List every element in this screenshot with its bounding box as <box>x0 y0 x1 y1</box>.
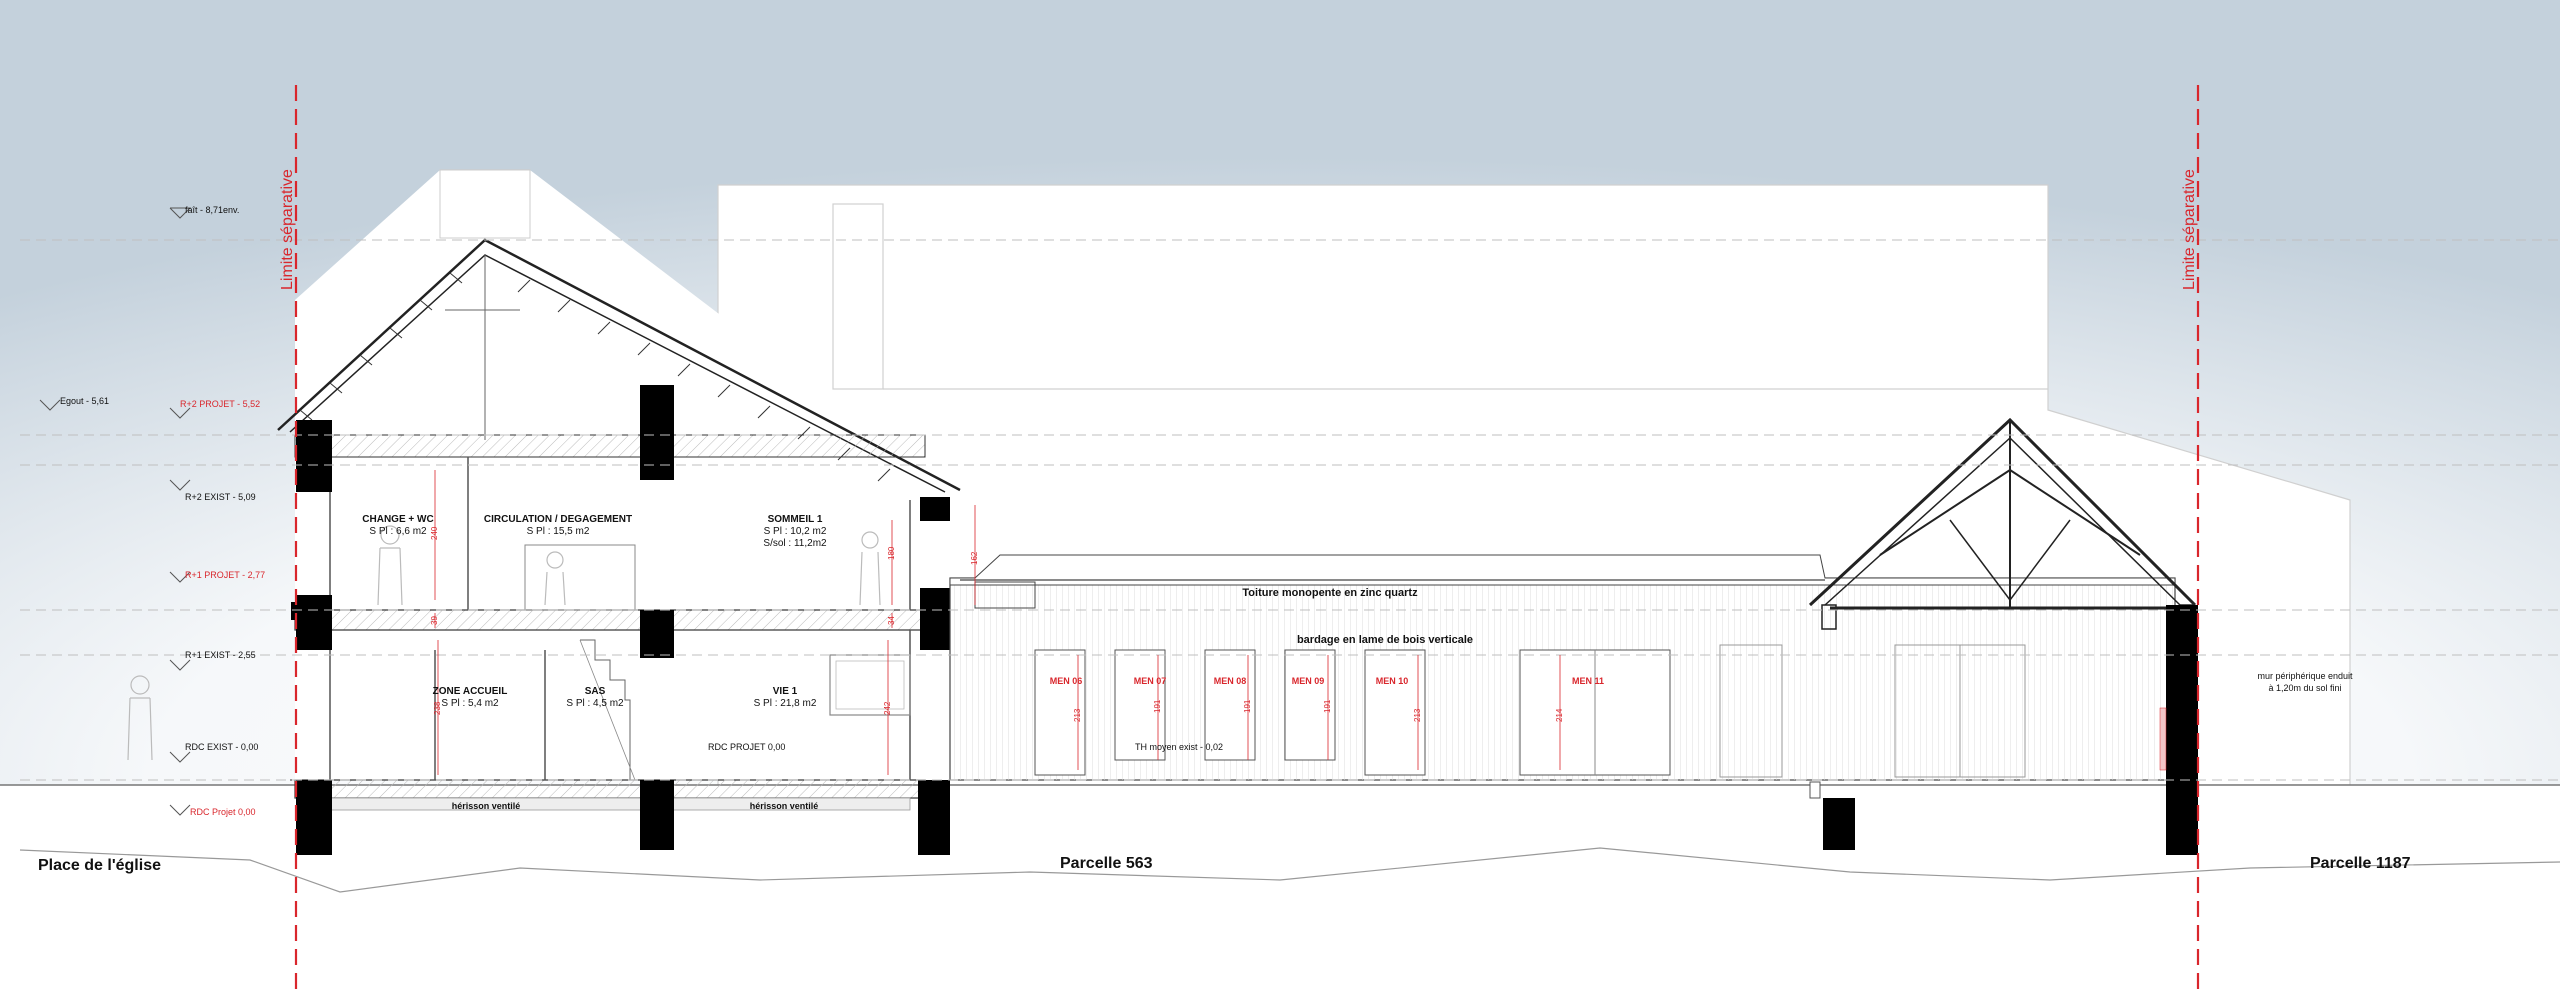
room-area: S Pl : 21,8 m2 <box>754 698 817 709</box>
level-markers <box>39 207 192 816</box>
room-area: S Pl : 10,2 m2 <box>764 526 827 537</box>
right-wall-marker <box>2159 707 2167 771</box>
level-rdc-exist: RDC EXIST - 0,00 <box>185 742 258 752</box>
room-extra: S/sol : 11,2m2 <box>763 538 827 549</box>
opening-label: MEN 10 <box>1376 676 1409 686</box>
opening-labels: MEN 06 MEN 07 MEN 08 MEN 09 MEN 10 MEN 1… <box>1050 676 1604 686</box>
dimension-label: 214 <box>1555 708 1564 722</box>
level-egout: Egout - 5,61 <box>60 396 109 406</box>
dimension-labels: 240 39 180 162 34 238 242 213 191 191 19… <box>430 526 1564 722</box>
level-r1-exist: R+1 EXIST - 2,55 <box>185 650 256 660</box>
herisson-label-1: hérisson ventilé <box>452 801 521 811</box>
level-faitage: faît - 8,71env. <box>185 205 239 215</box>
parcel-label-middle: Parcelle 563 <box>1060 855 1153 872</box>
dimension-label: 238 <box>433 701 442 715</box>
main-house <box>277 170 961 855</box>
level-rdc-projet: RDC Projet 0,00 <box>190 807 256 817</box>
level-r2-projet: R+2 PROJET - 5,52 <box>180 399 260 409</box>
right-wall-post <box>2166 605 2198 855</box>
truss <box>1808 417 2197 630</box>
wall-annotation-sub: à 1,20m du sol fini <box>2268 683 2341 693</box>
cladding-annotation: bardage en lame de bois verticale <box>1297 634 1473 646</box>
annex-building <box>949 554 2176 799</box>
chimney <box>439 169 531 239</box>
dimension-label: 191 <box>1243 699 1252 713</box>
level-r2-exist: R+2 EXIST - 5,09 <box>185 492 256 502</box>
room-name: SAS <box>585 686 606 697</box>
right-footing <box>1823 798 1855 850</box>
room-area: S Pl : 15,5 m2 <box>527 526 590 537</box>
opening-label: MEN 09 <box>1292 676 1325 686</box>
room-name: VIE 1 <box>773 686 798 697</box>
parcel-label-right: Parcelle 1187 <box>2310 855 2411 872</box>
room-labels: CHANGE + WC S Pl : 6,6 m2 CIRCULATION / … <box>362 514 827 709</box>
wall-annotation: mur périphérique enduit <box>2257 671 2353 681</box>
dimension-label: 213 <box>1073 708 1082 722</box>
opening-label: MEN 08 <box>1214 676 1247 686</box>
level-th-moyen: TH moyen exist - 0,02 <box>1135 742 1223 752</box>
herisson-label-2: hérisson ventilé <box>750 801 819 811</box>
limit-lines <box>294 85 2200 990</box>
opening-label: MEN 07 <box>1134 676 1167 686</box>
room-area: S Pl : 6,6 m2 <box>369 526 427 537</box>
level-lines <box>20 239 2560 781</box>
dimension-label: 191 <box>1153 699 1162 713</box>
room-name: CIRCULATION / DEGAGEMENT <box>484 514 632 525</box>
room-name: ZONE ACCUEIL <box>433 686 508 697</box>
dimension-marks <box>434 470 1561 775</box>
human-figures <box>127 525 881 761</box>
dimension-label: 39 <box>430 616 439 625</box>
dimension-label: 191 <box>1323 699 1332 713</box>
room-name: CHANGE + WC <box>362 514 433 525</box>
room-area: S Pl : 4,5 m2 <box>566 698 624 709</box>
dimension-label: 242 <box>883 701 892 715</box>
limit-label-left: Limite séparative <box>279 169 296 290</box>
opening-label: MEN 06 <box>1050 676 1083 686</box>
ground <box>0 779 2560 990</box>
parcel-label-left: Place de l'église <box>38 857 161 874</box>
room-area: S Pl : 5,4 m2 <box>441 698 499 709</box>
opening-label: MEN 11 <box>1572 676 1604 686</box>
dimension-label: 240 <box>430 526 439 540</box>
dimension-label: 162 <box>970 551 979 565</box>
limit-label-right: Limite séparative <box>2181 169 2198 290</box>
dimension-label: 180 <box>887 546 896 560</box>
level-rdc-projet-inner: RDC PROJET 0,00 <box>708 742 785 752</box>
room-name: SOMMEIL 1 <box>768 514 823 525</box>
level-r1-projet: R+1 PROJET - 2,77 <box>185 570 265 580</box>
roof-annotation: Toiture monopente en zinc quartz <box>1242 587 1418 599</box>
dimension-label: 213 <box>1413 708 1422 722</box>
dimension-label: 34 <box>887 616 896 625</box>
